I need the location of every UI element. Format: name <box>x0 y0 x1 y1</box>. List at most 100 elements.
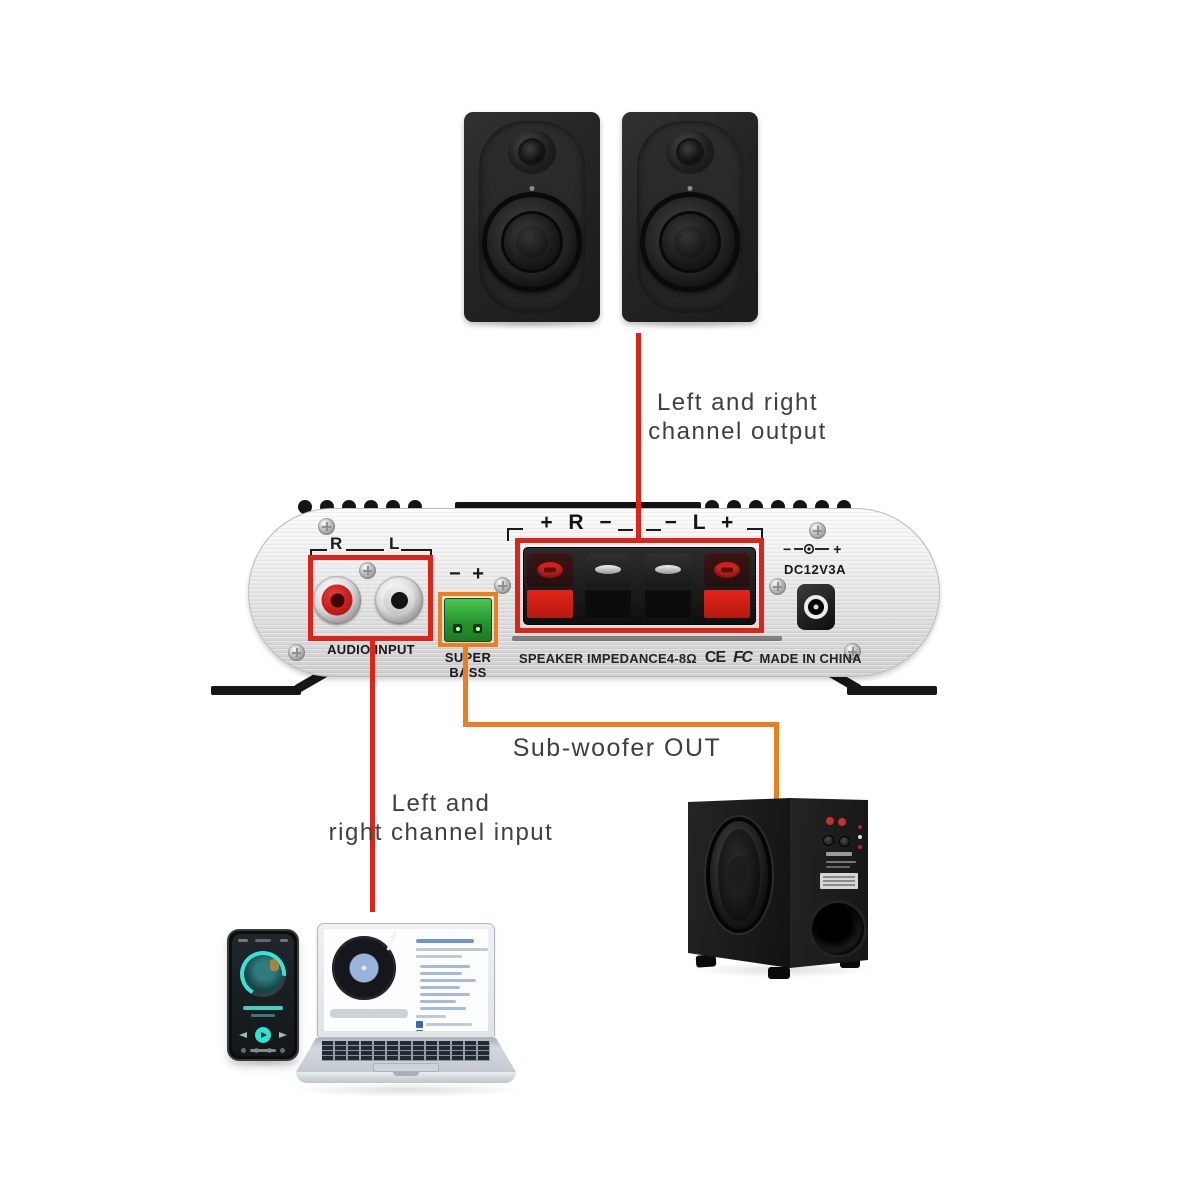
bracket-line <box>646 529 661 531</box>
bracket-line <box>761 528 763 541</box>
input-annotation: Left and right channel input <box>328 790 554 846</box>
player-bar <box>330 1009 408 1018</box>
vinyl-album-art <box>332 936 396 1000</box>
laptop-screen <box>317 923 495 1038</box>
rca-left-label: L <box>389 534 400 553</box>
play-button-icon <box>255 1027 271 1043</box>
subwoofer-line-vertical1 <box>463 644 468 727</box>
trackpad <box>373 1063 439 1072</box>
album-progress-ring <box>240 951 286 997</box>
bass-reflex-port <box>812 903 864 955</box>
heatsink-bar <box>455 502 701 513</box>
bracket-line <box>430 549 432 558</box>
rca-jack-right-red <box>313 576 361 624</box>
laptop-keyboard-deck <box>296 1038 516 1072</box>
right-foot <box>847 686 937 695</box>
rca-jack-left-white <box>375 576 423 624</box>
terminal-clip-black <box>645 553 691 619</box>
tweeter <box>508 130 556 174</box>
output-connector-line <box>636 333 641 540</box>
volume-knob <box>823 835 834 846</box>
rca-right-label: R <box>330 534 343 553</box>
screw <box>288 644 305 661</box>
left-channel-terminal-label: − L + <box>664 511 736 534</box>
lid-notch <box>393 1072 419 1076</box>
woofer <box>640 192 740 292</box>
subwoofer <box>680 795 880 980</box>
crossover-knob <box>839 836 850 847</box>
bracket-line <box>507 528 509 541</box>
screw <box>769 578 786 595</box>
song-title-line <box>416 939 474 943</box>
terminal-clip-red <box>704 553 750 619</box>
brand-label <box>826 852 852 856</box>
subwoofer-rear-panel <box>790 798 868 968</box>
dc-rating: DC12V3A <box>783 562 847 577</box>
player-controls <box>232 1027 294 1043</box>
laptop-front-edge <box>296 1072 516 1083</box>
speaker-led <box>687 186 693 191</box>
dc-power-jack <box>797 584 835 630</box>
input-connector-line <box>370 638 375 912</box>
home-indicator <box>250 1049 276 1052</box>
speaker-out-highlight-box <box>515 538 764 633</box>
audio-input-highlight-box <box>308 555 433 641</box>
tweeter <box>666 130 714 174</box>
bracket-line <box>310 549 312 558</box>
keyboard <box>322 1041 490 1061</box>
phone-music-player-screen <box>232 934 294 1056</box>
binding-post <box>838 818 846 826</box>
binding-post <box>826 817 834 825</box>
album-art <box>244 955 282 993</box>
next-icon <box>279 1032 287 1038</box>
superbass-polarity: − + <box>449 563 487 585</box>
laptop-shadow <box>292 1083 522 1097</box>
fcc-mark: FC <box>733 649 753 666</box>
bracket-line <box>618 529 633 531</box>
subwoofer-driver <box>706 817 772 933</box>
speaker-led <box>529 186 535 191</box>
tonearm <box>386 931 397 951</box>
woofer <box>482 192 582 292</box>
bracket-line <box>401 549 432 551</box>
terminal-clip-red <box>527 553 573 619</box>
bracket-line <box>747 528 763 530</box>
origin-text: MADE IN CHINA <box>759 650 862 666</box>
impedance-text: SPEAKER IMPEDANCE4-8Ω <box>519 650 697 666</box>
screw <box>494 577 511 594</box>
superbass-terminal <box>444 598 492 642</box>
panel-groove <box>512 636 782 641</box>
dc-polarity-symbol: − + <box>783 541 849 557</box>
subwoofer-annotation: Sub-woofer OUT <box>512 734 722 762</box>
screw <box>844 643 861 660</box>
superbass-highlight-box <box>438 592 498 647</box>
song-title-bar <box>243 1006 283 1010</box>
output-annotation: Left and right channel output <box>648 389 827 445</box>
bracket-line <box>507 528 523 530</box>
right-speaker <box>622 112 758 322</box>
panel-markings: SPEAKER IMPEDANCE4-8Ω CE FC MADE IN CHIN… <box>519 649 862 667</box>
subwoofer-front <box>688 798 790 968</box>
left-foot <box>211 686 301 695</box>
smartphone <box>227 929 299 1061</box>
ce-mark: CE <box>704 649 726 666</box>
dc-plus: + <box>833 541 842 557</box>
terminal-clip-black <box>585 553 631 619</box>
dc-minus: − <box>783 541 792 557</box>
bracket-line <box>310 549 327 551</box>
bracket-line <box>346 549 384 551</box>
subwoofer-line-vertical2 <box>774 722 779 799</box>
screw <box>809 522 826 539</box>
dc-symbol-icon <box>794 543 830 555</box>
superbass-caption: SUPER BASS <box>426 650 510 680</box>
screw <box>318 518 335 535</box>
spec-sticker <box>820 873 858 889</box>
right-channel-terminal-label: + R − <box>540 511 614 534</box>
previous-icon <box>239 1032 247 1038</box>
artist-bar <box>251 1014 275 1017</box>
laptop-music-page <box>324 929 488 1031</box>
left-speaker <box>464 112 600 322</box>
screw <box>359 562 376 579</box>
